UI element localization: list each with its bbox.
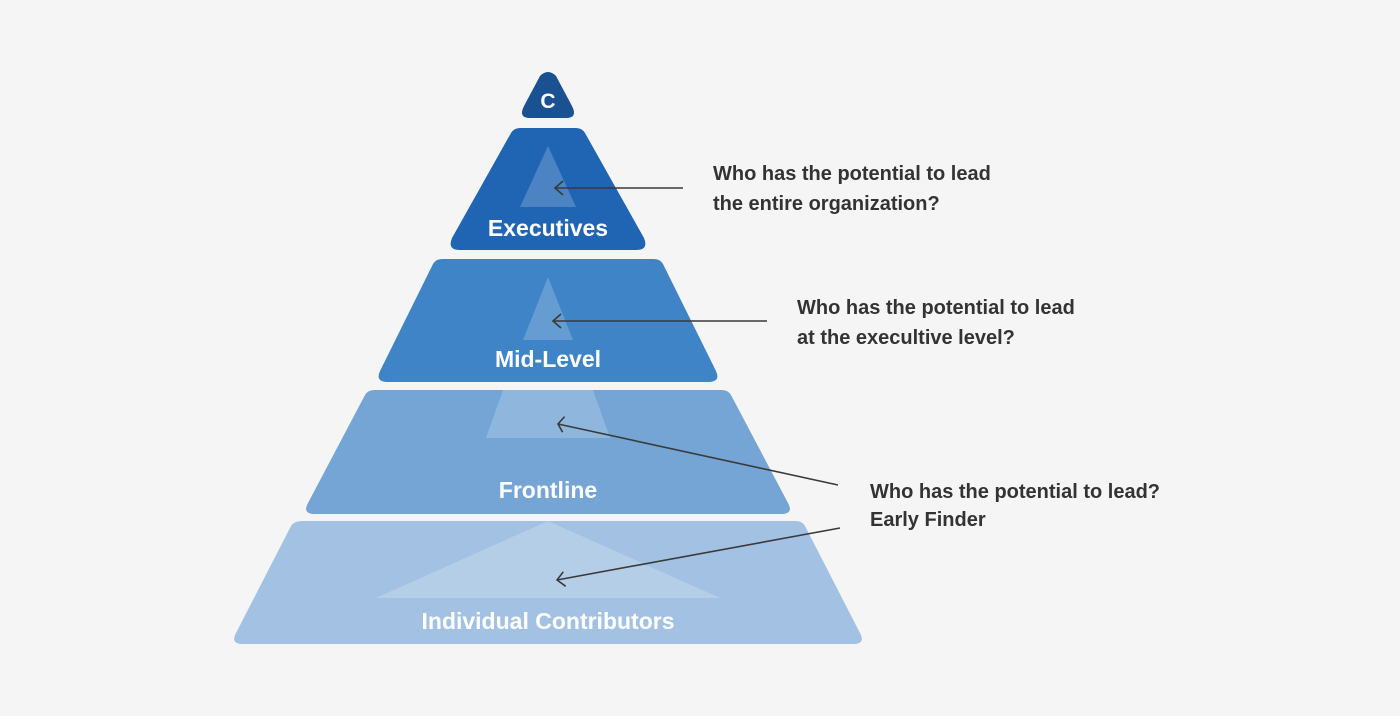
tier-mid-level-label: Mid-Level — [495, 346, 601, 372]
tier-frontline: Frontline — [306, 390, 790, 514]
annotation-executives: Who has the potential to lead the entire… — [553, 163, 991, 215]
annotation-mid-level: Who has the potential to lead at the exe… — [551, 297, 1075, 349]
tier-frontline-shape — [306, 390, 790, 514]
annotation-early-finder: Who has the potential to lead? Early Fin… — [555, 416, 1160, 587]
apex-shape — [522, 72, 574, 118]
tier-frontline-highlight — [486, 390, 610, 438]
tier-frontline-label: Frontline — [499, 477, 597, 503]
tier-individual-contributors-highlight — [376, 521, 720, 598]
annotation-early-finder-line1: Who has the potential to lead? — [870, 481, 1160, 503]
tier-executives-highlight — [520, 146, 576, 207]
annotation-early-finder-arrow-frontline — [557, 423, 839, 486]
tier-individual-contributors-label: Individual Contributors — [422, 608, 675, 634]
annotation-early-finder-arrowhead-contributors — [555, 571, 567, 587]
annotation-executives-line2: the entire organization? — [713, 193, 940, 215]
tier-mid-level-shape — [378, 259, 718, 382]
annotation-early-finder-arrowhead-frontline — [557, 416, 566, 433]
pyramid-apex: C — [522, 72, 574, 118]
tier-executives: Executives — [450, 128, 646, 250]
tier-mid-level-highlight — [523, 277, 573, 340]
annotation-mid-level-line2: at the execultive level? — [797, 327, 1015, 349]
annotation-mid-level-line1: Who has the potential to lead — [797, 297, 1075, 319]
tier-individual-contributors-shape — [234, 521, 862, 644]
apex-label: C — [540, 90, 555, 113]
annotation-executives-line1: Who has the potential to lead — [713, 163, 991, 185]
tier-individual-contributors: Individual Contributors — [234, 521, 862, 644]
tier-executives-shape — [450, 128, 646, 250]
annotation-mid-level-arrowhead — [551, 313, 562, 329]
annotation-early-finder-arrow-contributors — [556, 527, 841, 581]
tier-executives-label: Executives — [488, 215, 608, 241]
annotation-early-finder-line2: Early Finder — [870, 509, 986, 531]
annotation-executives-arrowhead — [553, 180, 564, 196]
tier-mid-level: Mid-Level — [378, 259, 718, 382]
